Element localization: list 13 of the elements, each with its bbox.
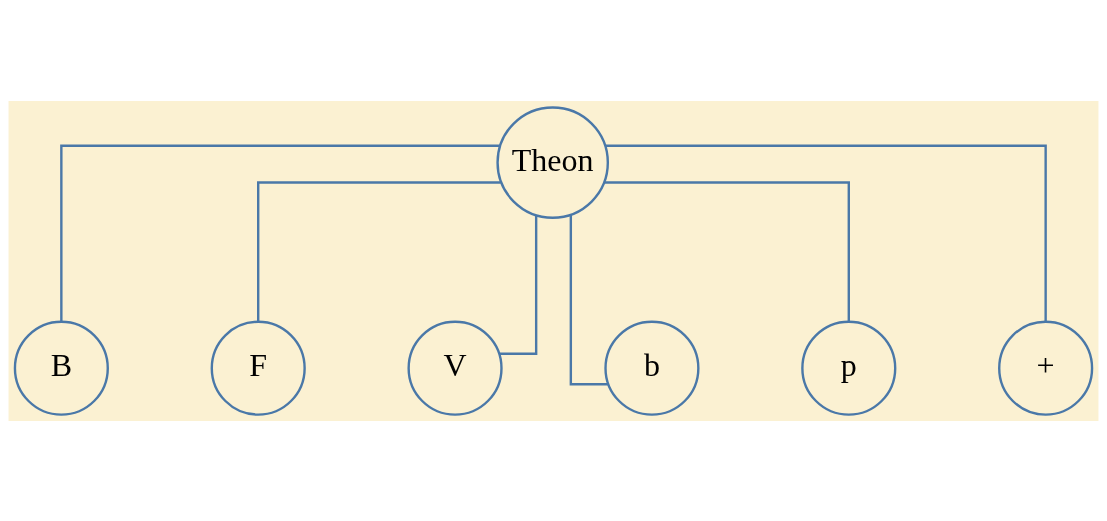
connector — [569, 214, 609, 385]
connector — [604, 180, 850, 321]
connector — [257, 180, 501, 321]
connector — [60, 144, 501, 322]
node-circle: p — [801, 320, 897, 416]
node-circle: + — [998, 320, 1094, 416]
node-circle: B — [13, 320, 109, 416]
connector — [605, 144, 1047, 322]
node-circle: V — [407, 320, 503, 416]
node-circle: b — [604, 320, 700, 416]
connector — [499, 214, 538, 355]
node-circle: F — [210, 320, 306, 416]
node-circle: Theon — [496, 105, 610, 219]
